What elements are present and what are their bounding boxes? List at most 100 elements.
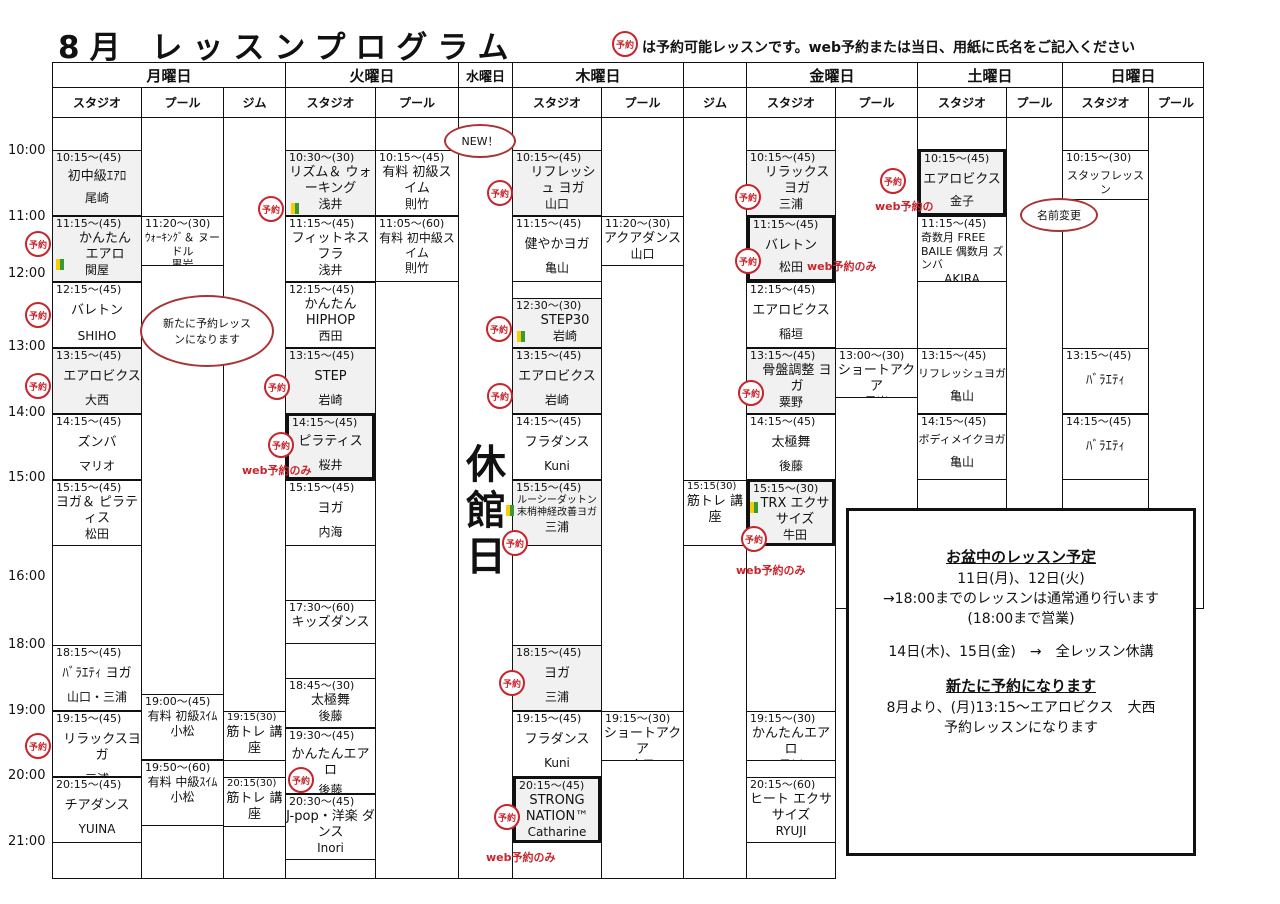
- lesson-name: リラックス ヨガ: [764, 164, 830, 196]
- lesson-time: 18:15～(45): [516, 646, 582, 659]
- lesson-name: 骨盤調整 ヨガ: [762, 362, 832, 394]
- time-label: 20:00: [8, 768, 46, 783]
- lesson-time: 15:15～(30): [753, 482, 819, 495]
- lesson-name: スタッフレッスン: [1067, 168, 1144, 196]
- day-header-fri: 金曜日: [746, 62, 918, 88]
- lesson-name: かんたん エアロ: [78, 230, 131, 262]
- lesson-instructor: 岩崎: [552, 329, 577, 343]
- lesson-time: 13:15～(45): [921, 349, 987, 362]
- new-bubble: NEW！: [444, 124, 516, 158]
- lesson-time: 10:15～(45): [750, 151, 816, 164]
- reserve-stamp-icon: 予約: [268, 432, 294, 458]
- lesson-instructor: 亀山: [949, 454, 974, 469]
- lesson-instructor: 後藤: [318, 783, 343, 794]
- lesson-time: 20:15～(45): [519, 779, 585, 792]
- lesson-name: 筋トレ 講座: [686, 493, 744, 525]
- lesson: 13:15～(45)エアロビクス岩崎: [513, 348, 601, 414]
- info-line: 予約レッスンになります: [944, 719, 1098, 736]
- column: [458, 117, 513, 879]
- lesson: 19:15(30)筋トレ 講座: [224, 711, 285, 761]
- reserve-mark-icon: 予約: [612, 31, 638, 57]
- lesson-name: ズンバ: [77, 434, 117, 450]
- lesson-time: 20:15～(45): [56, 778, 122, 791]
- lesson-name: ショートアクア: [603, 725, 682, 757]
- lesson-name: かんたんエアロ: [291, 746, 370, 778]
- time-label: 18:00: [8, 637, 46, 652]
- lesson-name: 筋トレ 講座: [226, 790, 283, 822]
- lesson: 10:15～(45)初中級ｴｱﾛ尾崎: [53, 150, 141, 216]
- reserve-stamp-icon: 予約: [735, 248, 761, 274]
- sub-studio: スタジオ: [52, 87, 142, 118]
- lesson: 10:15～(45)有料 初級スイム則竹: [376, 150, 458, 216]
- lesson-name: ヨガ＆ ピラティス: [55, 494, 139, 526]
- time-label: 21:00: [8, 834, 46, 849]
- day-header-tue: 火曜日: [285, 62, 459, 88]
- lesson: 19:50～(60)有料 中級ｽｲﾑ小松: [142, 760, 223, 826]
- lesson-name: 有料 初級スイム: [382, 164, 452, 196]
- lesson-instructor: 後藤: [778, 459, 803, 473]
- lesson-name: 初中級ｴｱﾛ: [67, 168, 127, 184]
- day-header-sun: 日曜日: [1062, 62, 1204, 88]
- lesson-name: ﾊﾞﾗｴﾃｨ ヨガ: [62, 665, 132, 681]
- lesson-time: 14:15～(45): [750, 415, 816, 428]
- lesson-name: J-pop・洋楽 ダンス: [286, 808, 375, 840]
- lesson-time: 11:20～(30): [145, 217, 211, 230]
- reserve-stamp-icon: 予約: [487, 383, 513, 409]
- info-line: (18:00まで営業): [967, 611, 1075, 628]
- reserve-stamp-icon: 予約: [880, 168, 906, 194]
- lesson-name: ショートアクア: [837, 362, 916, 394]
- reserve-stamp-icon: 予約: [738, 380, 764, 406]
- lesson-instructor: 三浦: [778, 197, 803, 212]
- lesson-instructor: YUINA: [78, 822, 116, 836]
- web-only-note: web予約のみ: [736, 564, 806, 577]
- day-header-thu-gym: [683, 62, 747, 88]
- lesson-instructor: Catharine: [527, 825, 587, 840]
- day-header-thu: 木曜日: [512, 62, 684, 88]
- lesson-time: 15:15(30): [687, 481, 737, 492]
- lesson-name: 奇数月 FREE BAILE 偶数月 ズンバ: [921, 230, 1004, 272]
- lesson-time: 13:15～(45): [516, 349, 582, 362]
- time-label: 13:00: [8, 339, 46, 354]
- reserve-stamp-icon: 予約: [25, 231, 51, 257]
- lesson-time: 15:15～(45): [516, 481, 582, 494]
- reserve-stamp-icon: 予約: [486, 316, 512, 342]
- lesson: 14:15～(45)ﾊﾞﾗｴﾃｨ: [1063, 414, 1148, 480]
- lesson-name: チアダンス: [64, 797, 130, 813]
- lesson-name: ヨガ: [543, 665, 570, 681]
- lesson-name: ヨガ: [317, 500, 344, 516]
- lesson-time: 20:30～(45): [289, 795, 355, 808]
- lesson: 19:15～(30)ショートアクア金子: [602, 711, 683, 761]
- lesson-instructor: 金子: [949, 194, 974, 208]
- lesson-name: かんたんエアロ: [751, 725, 830, 757]
- beginner-mark-icon: [506, 505, 514, 516]
- lesson-time: 11:15～(45): [516, 217, 582, 230]
- web-reserve-note: web予約の: [875, 200, 934, 213]
- lesson-time: 13:15～(45): [750, 349, 816, 362]
- lesson-time: 19:15～(45): [56, 712, 122, 725]
- lesson-name: STEP30: [540, 312, 590, 328]
- lesson-name: フィットネス フラ: [291, 230, 370, 262]
- lesson-instructor: 岩崎: [544, 393, 569, 407]
- lesson-name: STEP: [314, 368, 347, 384]
- lesson-name: フラダンス: [524, 434, 590, 450]
- lesson-instructor: 松田: [84, 527, 109, 542]
- beginner-mark-icon: [291, 198, 301, 217]
- lesson-instructor: 西田: [318, 329, 343, 344]
- lesson-name: 健やかヨガ: [524, 236, 590, 252]
- lesson-time: 20:15～(60): [750, 778, 816, 791]
- reserve-stamp-icon: 予約: [499, 670, 525, 696]
- lesson-name: かんたん HIPHOP: [304, 296, 357, 328]
- sub-studio: スタジオ: [1062, 87, 1149, 118]
- column: [223, 117, 286, 879]
- sub-pool: プール: [141, 87, 224, 118]
- lesson: 15:15～(45)ヨガ内海: [286, 480, 375, 546]
- lesson-time: 18:45～(30): [289, 679, 355, 692]
- beginner-mark-icon: [517, 331, 525, 342]
- sub-pool: プール: [601, 87, 684, 118]
- lesson-time: 20:15(30): [227, 778, 277, 789]
- sub-gym: ジム: [223, 87, 286, 118]
- lesson-name: ヒート エクササイズ: [749, 791, 833, 823]
